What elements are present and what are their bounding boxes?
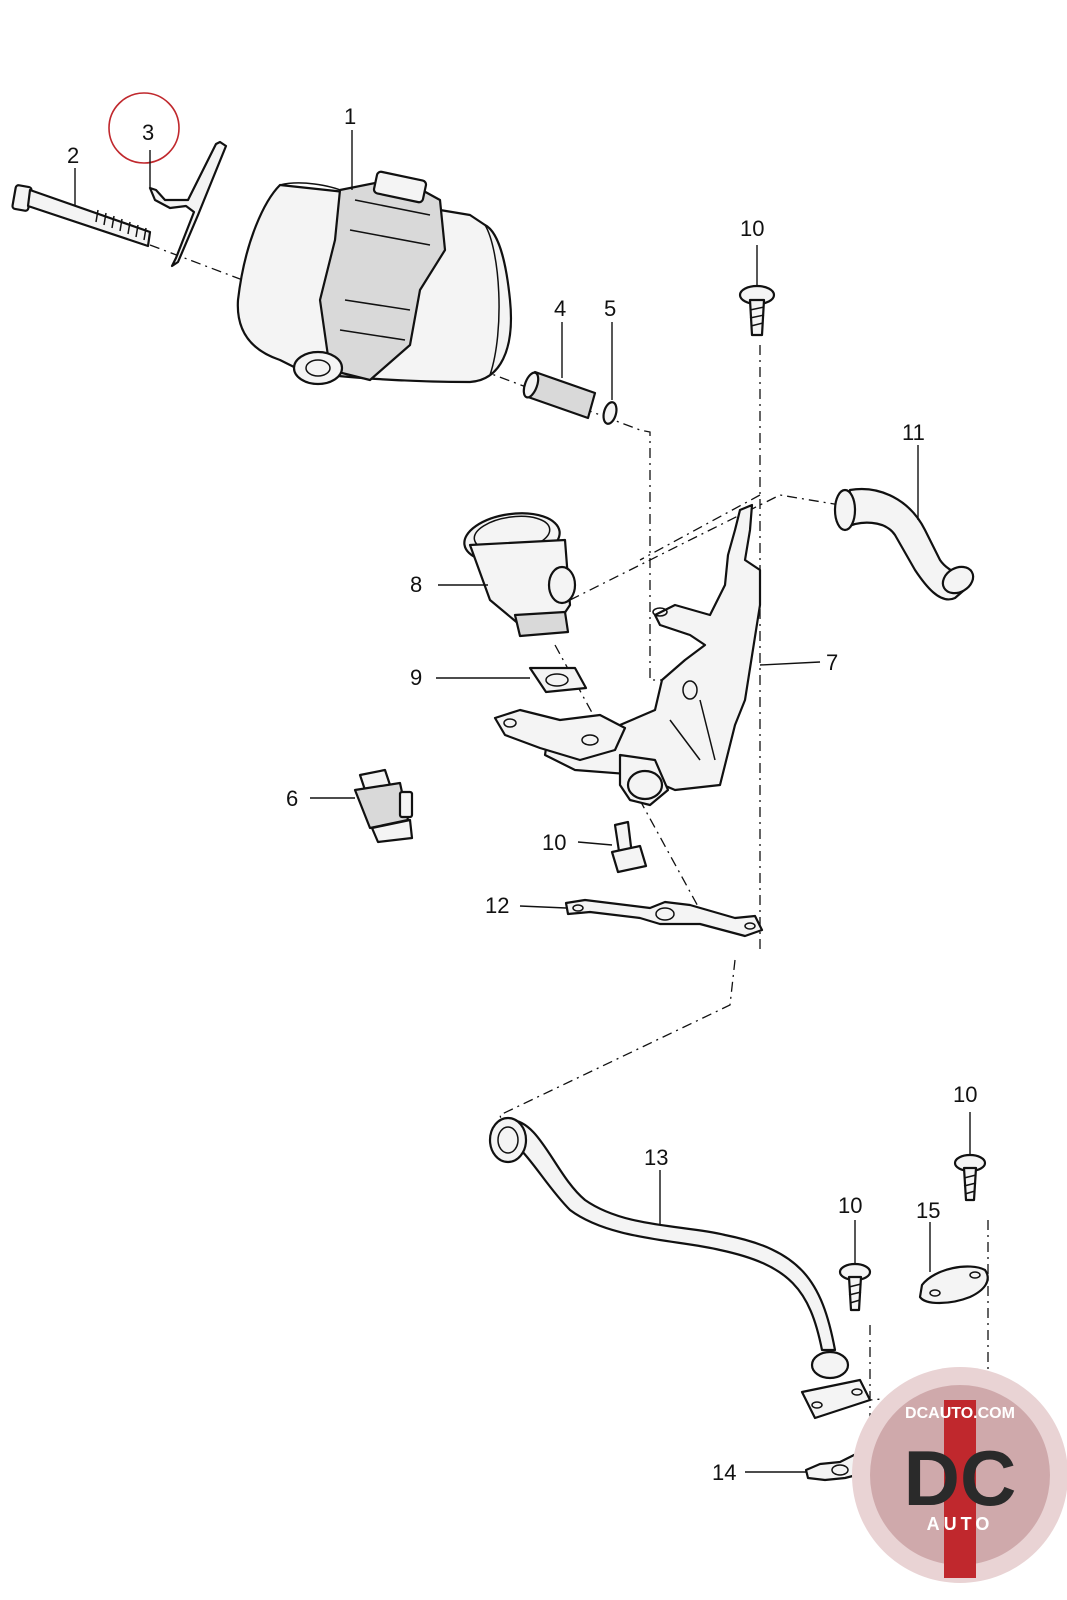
callout-4: 4: [554, 296, 566, 321]
mounting-bracket: [148, 140, 228, 268]
callout-6: 6: [286, 786, 298, 811]
callout-13: 13: [644, 1145, 668, 1170]
callout-15: 15: [916, 1198, 940, 1223]
callout-8: 8: [410, 572, 422, 597]
air-pump: [236, 170, 512, 386]
air-hose: [833, 487, 975, 601]
screw-lower-right: [953, 1153, 987, 1202]
long-bolt: [11, 184, 152, 248]
callout-11: 11: [902, 420, 925, 445]
callout-7: 7: [826, 650, 838, 675]
callout-10-top: 10: [740, 216, 764, 241]
logo-sub-text: AUTO: [927, 1514, 994, 1534]
logo-brand-text: DC: [904, 1434, 1017, 1522]
pump-bracket: [493, 503, 762, 807]
valve-gasket: [528, 666, 588, 694]
o-ring: [602, 401, 618, 425]
logo-site-text: DCAUTO.COM: [905, 1405, 1015, 1422]
screw-top: [738, 284, 776, 337]
callout-9: 9: [410, 665, 422, 690]
callout-1: 1: [344, 104, 356, 129]
callout-10-middle: 10: [542, 830, 566, 855]
callout-10-lower-left: 10: [838, 1193, 862, 1218]
callout-2: 2: [67, 143, 79, 168]
screw-middle: [610, 820, 648, 874]
highlight-circle: [108, 92, 180, 164]
screw-lower-left: [838, 1262, 872, 1312]
assembly-lines: [149, 244, 989, 1480]
cover-plate: [918, 1265, 989, 1305]
manifold-gasket: [564, 898, 764, 938]
filter-sleeve: [522, 370, 597, 420]
dcauto-watermark-logo: DCAUTO.COM DC AUTO: [852, 1367, 1067, 1583]
check-valve: [463, 512, 577, 638]
air-pipe: [488, 1116, 872, 1420]
callout-5: 5: [604, 296, 616, 321]
callout-10-lower-right: 10: [953, 1082, 977, 1107]
callout-3: 3: [142, 120, 154, 145]
callout-12: 12: [485, 893, 509, 918]
solenoid-valve: [353, 768, 414, 844]
callout-14: 14: [712, 1460, 736, 1485]
